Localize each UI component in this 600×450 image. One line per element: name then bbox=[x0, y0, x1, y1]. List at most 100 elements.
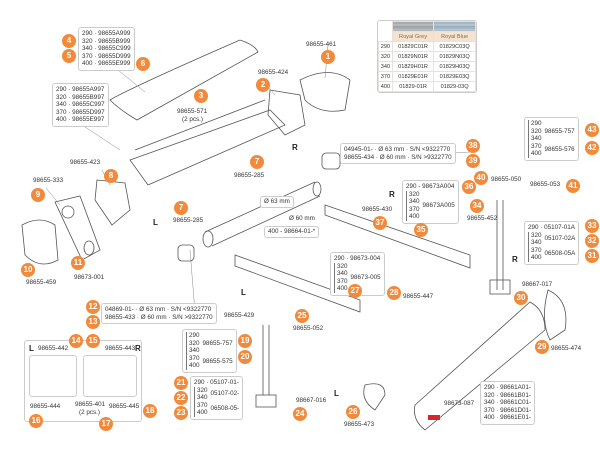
callout-badge: 25 bbox=[295, 309, 309, 323]
part-code: 98673-005 bbox=[350, 273, 381, 281]
size: 320 bbox=[531, 231, 542, 239]
part-label: 98655-447 bbox=[403, 293, 434, 300]
callout-badge: 6 bbox=[136, 57, 150, 71]
size-cell: 370 bbox=[378, 71, 393, 82]
size: 400 bbox=[409, 213, 420, 220]
side-label-left: L bbox=[241, 288, 246, 297]
part-line: 98655-433 · Ø 60 mm · S/N >9322770 bbox=[105, 313, 213, 321]
code-cell: 01829-03Q bbox=[433, 81, 476, 92]
callout-badge: 32 bbox=[585, 234, 599, 248]
part-line: 400 · 98661E01- bbox=[484, 414, 531, 421]
part-line: 320 · 98655B999 bbox=[82, 37, 131, 45]
size: 370 bbox=[197, 401, 208, 409]
callout-badge: 34 bbox=[470, 199, 484, 213]
callout-badge: 10 bbox=[21, 263, 35, 277]
callout-badge: 16 bbox=[29, 414, 43, 428]
callout-badge: 7 bbox=[174, 201, 188, 215]
callout-badge: 35 bbox=[414, 223, 428, 237]
part-line: 370 · 98655D997 bbox=[56, 108, 105, 116]
size: 290 bbox=[189, 332, 200, 339]
size: 340 bbox=[409, 198, 420, 205]
callout-badge: 29 bbox=[535, 340, 549, 354]
part-line: 290 · 98661A01- bbox=[484, 384, 531, 391]
part-label: 98655-333 bbox=[33, 177, 64, 184]
callout-badge: 43 bbox=[585, 123, 599, 137]
size: 340 bbox=[337, 270, 348, 277]
leg-right-drawing bbox=[489, 200, 511, 295]
size: 340 bbox=[197, 394, 208, 401]
part-label: 98655-401 bbox=[75, 401, 106, 408]
part-label: 98655-285 bbox=[173, 217, 204, 224]
size: 290 bbox=[531, 120, 542, 127]
code-cell: 01829E03Q bbox=[433, 71, 476, 82]
callout-badge: 39 bbox=[466, 154, 480, 168]
side-label-left: L bbox=[153, 218, 158, 227]
front-rail-part-box: 290 · 98655A999 320 · 98655B999 340 · 98… bbox=[78, 27, 135, 71]
end-cap-left-drawing bbox=[21, 219, 59, 265]
part-code: 06508-05- bbox=[210, 405, 240, 413]
roller-end-right-box: 04945-01- · Ø 63 mm · S/N <9322770 98655… bbox=[340, 143, 456, 164]
part-line: 290 - 98673A004 bbox=[406, 183, 455, 190]
size: 320 bbox=[531, 127, 542, 135]
diameter-63-box: Ø 63 mm bbox=[260, 196, 294, 208]
part-line: 340 · 98655C999 bbox=[82, 45, 131, 52]
part-line: 98655-434 · Ø 60 mm · S/N >9322770 bbox=[344, 153, 452, 161]
size: 320 bbox=[337, 262, 348, 270]
part-code: 06508-05A bbox=[544, 250, 576, 258]
part-line: 04869-01- · Ø 63 mm · S/N <9322770 bbox=[105, 306, 212, 313]
size: 320 bbox=[189, 339, 200, 347]
part-code: 98655-757 bbox=[202, 339, 233, 347]
code-cell: 01829C03Q bbox=[433, 41, 476, 52]
front-cover-box: 290 · 98661A01- 320 · 98661B01- 340 · 98… bbox=[480, 381, 536, 425]
part-code: 98655-575 bbox=[202, 358, 233, 366]
roller-end-left-drawing bbox=[177, 244, 195, 262]
part-label: 98667-016 bbox=[296, 397, 327, 404]
size: 340 bbox=[531, 239, 542, 246]
callout-badge: 19 bbox=[238, 334, 252, 348]
size: 400 bbox=[531, 150, 542, 157]
part-line: 290 · 98655A997 bbox=[56, 86, 105, 93]
part-line: 400 · 98655E999 bbox=[82, 60, 131, 67]
gear-right-drawing bbox=[267, 89, 306, 136]
part-label: 98655-473 bbox=[344, 421, 375, 428]
part-label: 98655-424 bbox=[258, 69, 289, 76]
size: 370 bbox=[531, 142, 542, 150]
table-header: Royal Blue bbox=[433, 31, 476, 42]
callout-badge: 9 bbox=[31, 188, 45, 202]
size-cell: 320 bbox=[378, 51, 393, 62]
part-code: 98655-757 bbox=[544, 127, 575, 135]
callout-badge: 33 bbox=[585, 219, 599, 233]
part-label: 98655-452 bbox=[467, 215, 498, 222]
size: 400 bbox=[337, 285, 348, 292]
right-kit-drawing bbox=[83, 355, 137, 397]
part-label: 98655-429 bbox=[224, 312, 255, 319]
part-line: 290 · 05107-01- bbox=[194, 379, 239, 386]
callout-badge: 27 bbox=[348, 284, 362, 298]
part-label: Ø 60 mm bbox=[289, 215, 315, 222]
crank-drawing bbox=[54, 195, 101, 261]
callout-badge: 5 bbox=[62, 49, 76, 63]
part-line: 340 · 98661C01- bbox=[484, 399, 532, 406]
part-code: 05107-02- bbox=[210, 390, 240, 398]
side-label-right: R bbox=[292, 143, 298, 152]
left-kit-drawing bbox=[29, 355, 77, 397]
end-cap-cover-drawing bbox=[363, 289, 567, 411]
part-label: (2 pcs.) bbox=[79, 409, 100, 416]
part-line: 04945-01- · Ø 63 mm · S/N <9322770 bbox=[344, 146, 451, 153]
callout-badge: 15 bbox=[86, 334, 100, 348]
part-label: 98655-571 bbox=[177, 108, 208, 115]
arm-left-drawing bbox=[234, 254, 361, 313]
code-cell: 01829C01R bbox=[391, 41, 435, 52]
size: 340 bbox=[189, 347, 200, 354]
roller-tube-box: 400 - 98664-01-* bbox=[264, 226, 320, 238]
gear-left-drawing bbox=[94, 179, 131, 226]
